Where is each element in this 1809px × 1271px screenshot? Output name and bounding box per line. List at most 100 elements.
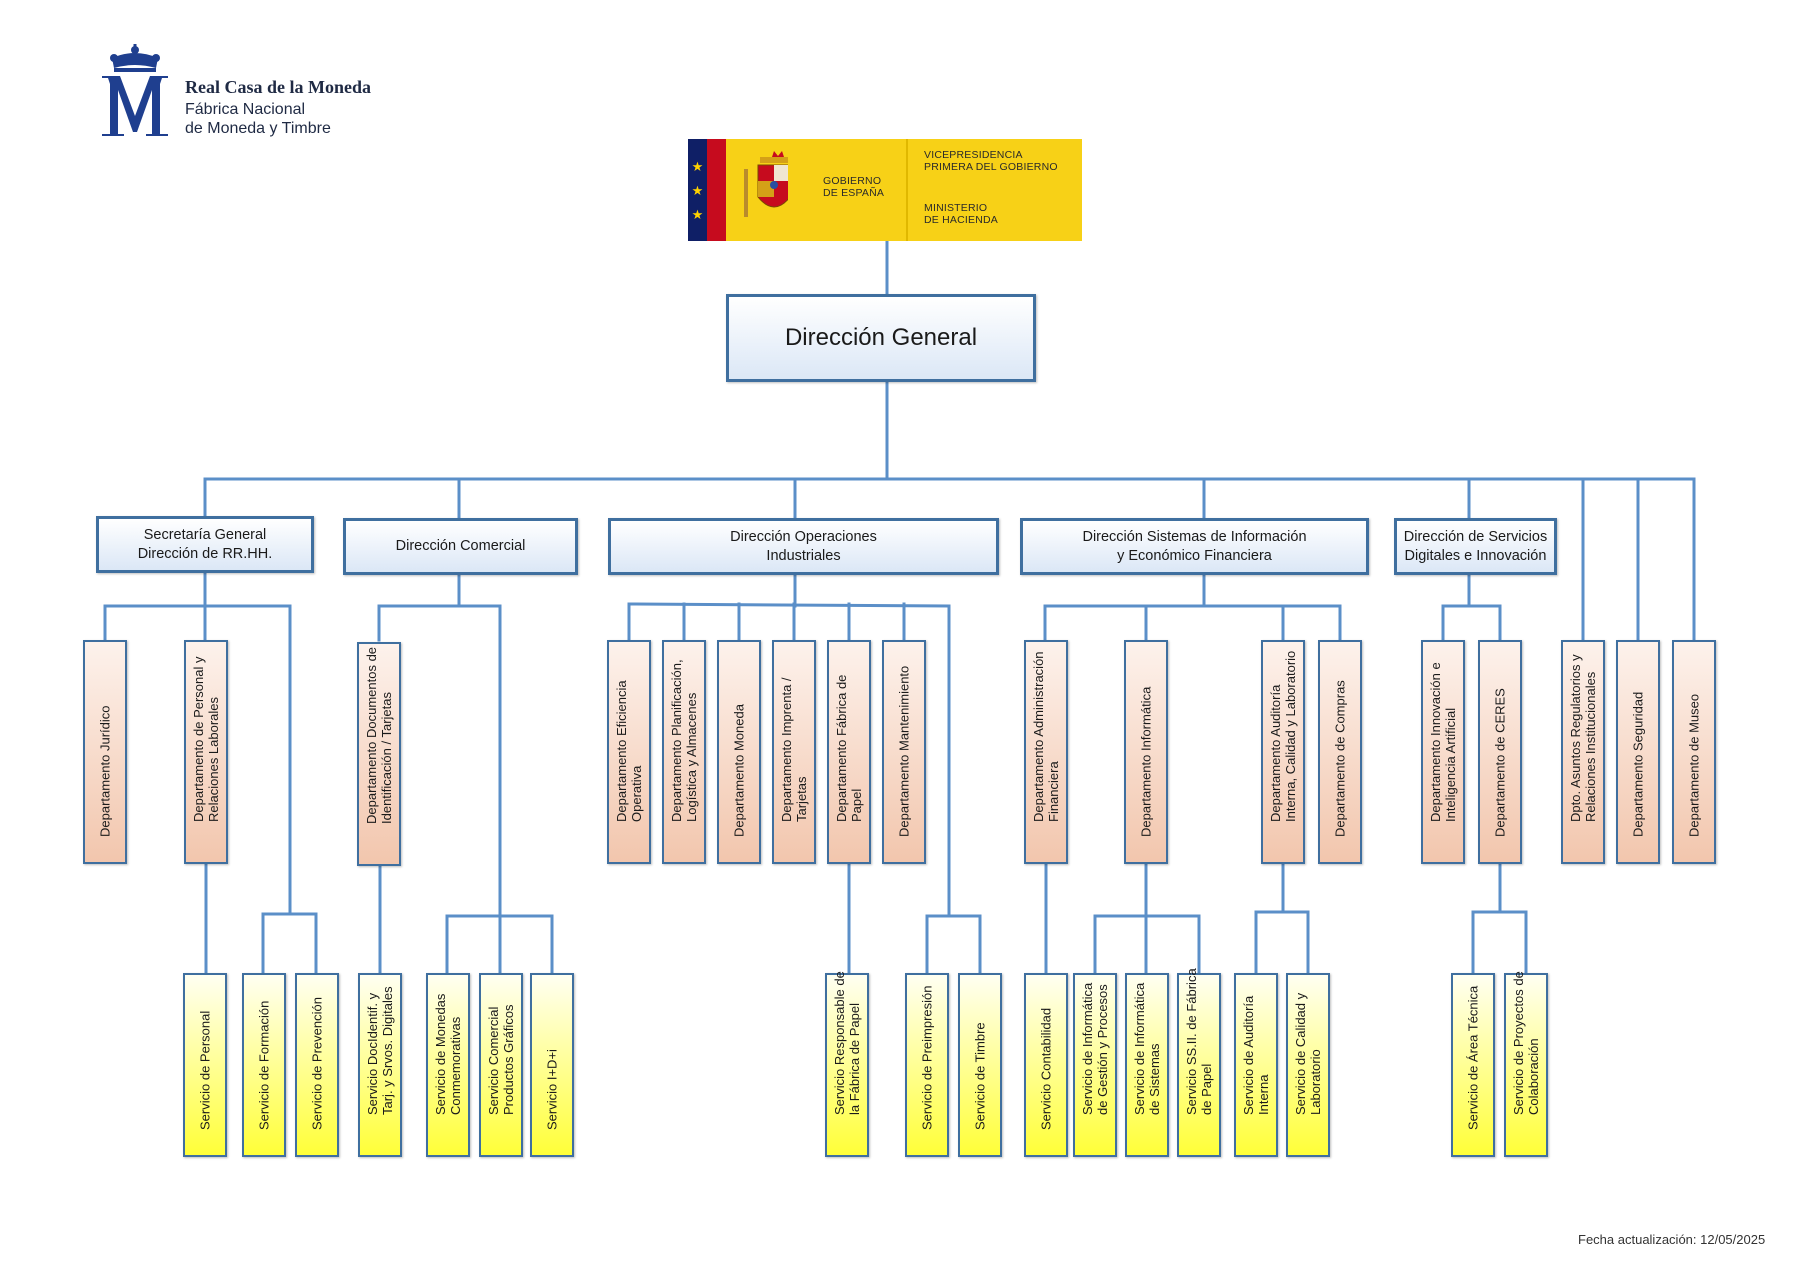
- dept-box: Departamento Informática: [1124, 640, 1168, 864]
- servicio-box: Servicio de Auditoría Interna: [1234, 973, 1278, 1157]
- servicio-box: Servicio de Informática de Gestión y Pro…: [1073, 973, 1117, 1157]
- svg-text:★: ★: [692, 208, 704, 223]
- dept-box: Departamento Seguridad: [1616, 640, 1660, 864]
- servicio-box: Servicio Responsable de la Fábrica de Pa…: [825, 971, 869, 1157]
- dept-box: Departamento Imprenta / Tarjetas: [772, 640, 816, 864]
- servicio-label: Servicio SS.II. de Fábrica de Papel: [1184, 968, 1214, 1115]
- servicio-label: Servicio de Informática de Sistemas: [1132, 982, 1162, 1115]
- servicio-box: Servicio I+D+i: [530, 973, 574, 1157]
- dept-box: Departamento de CERES: [1478, 640, 1522, 864]
- dept-box: Departamento Jurídico: [83, 640, 127, 864]
- servicio-label: Servicio de Informática de Gestión y Pro…: [1080, 982, 1110, 1115]
- svg-text:★: ★: [692, 160, 704, 175]
- dept-label: Departamento Seguridad: [1630, 691, 1646, 837]
- dept-box: Departamento Planificación, Logística y …: [662, 640, 706, 864]
- dept-box: Dpto. Asuntos Regulatorios y Relaciones …: [1561, 640, 1605, 864]
- dept-label: Departamento Moneda: [731, 704, 747, 837]
- dept-box: Departamento de Museo: [1672, 640, 1716, 864]
- servicio-box: Servicio de Monedas Conmemorativas: [426, 973, 470, 1157]
- flags-shield-icon: ★ ★ ★: [688, 139, 788, 241]
- dept-label: Departamento Innovación e Inteligencia A…: [1428, 662, 1458, 822]
- vicepresidencia-line2: PRIMERA DEL GOBIERNO: [924, 161, 1058, 173]
- dept-box: Departamento Documentos de Identificació…: [357, 642, 401, 866]
- servicio-box: Servicio de Formación: [242, 973, 286, 1157]
- servicio-box: Servicio Contabilidad: [1024, 973, 1068, 1157]
- dept-box: Departamento de Personal y Relaciones La…: [184, 640, 228, 864]
- servicio-label: Servicio DocIdentif. y Tarj. y Srvos. Di…: [365, 986, 395, 1115]
- dept-label: Departamento de Compras: [1332, 680, 1348, 837]
- servicio-label: Servicio I+D+i: [544, 1049, 560, 1130]
- servicio-label: Servicio de Monedas Conmemorativas: [433, 993, 463, 1115]
- dept-label: Departamento Documentos de Identificació…: [364, 646, 394, 824]
- direccion-operaciones-industriales: Dirección Operaciones Industriales: [608, 518, 999, 575]
- logo-subtitle-line2: de Moneda y Timbre: [185, 120, 331, 137]
- dept-label: Departamento Fábrica de Papel: [834, 674, 864, 822]
- logo-subtitle: Fábrica Nacional de Moneda y Timbre: [185, 100, 331, 138]
- real-casa-moneda-logo: [102, 44, 168, 136]
- servicio-label: Servicio de Personal: [197, 1010, 213, 1130]
- direccion-general-box: Dirección General: [726, 294, 1036, 382]
- gobierno-espana-banner: ★ ★ ★ GOBIERNO DE ESPAÑA VICEPRESIDENCIA…: [688, 139, 1082, 241]
- dept-label: Departamento de CERES: [1492, 688, 1508, 837]
- fecha-actualizacion: Fecha actualización: 12/05/2025: [1578, 1232, 1766, 1247]
- dept-box: Departamento Auditoría Interna, Calidad …: [1261, 640, 1305, 864]
- ministerio-line2: DE HACIENDA: [924, 214, 998, 226]
- dept-box: Departamento Fábrica de Papel: [827, 640, 871, 864]
- servicio-label: Servicio Comercial Productos Gráficos: [486, 1004, 516, 1115]
- direccion-comercial: Dirección Comercial: [343, 518, 578, 575]
- ministerio-line1: MINISTERIO: [924, 202, 988, 214]
- dept-box: Departamento Mantenimiento: [882, 640, 926, 864]
- dept-box: Departamento de Compras: [1318, 640, 1362, 864]
- logo-title: Real Casa de la Moneda: [185, 77, 371, 97]
- vicepresidencia-line1: VICEPRESIDENCIA: [924, 149, 1023, 161]
- dept-label: Departamento Jurídico: [97, 705, 113, 837]
- servicio-label: Servicio de Formación: [256, 1000, 272, 1130]
- dept-label: Departamento de Museo: [1686, 693, 1702, 837]
- servicio-box: Servicio de Preimpresión: [905, 973, 949, 1157]
- servicio-box: Servicio DocIdentif. y Tarj. y Srvos. Di…: [358, 973, 402, 1157]
- servicio-label: Servicio de Área Técnica: [1465, 985, 1481, 1130]
- dept-label: Departamento Imprenta / Tarjetas: [779, 677, 809, 822]
- direccion-servicios-digitales: Dirección de Servicios Digitales e Innov…: [1394, 518, 1557, 575]
- servicio-box: Servicio de Proyectos de Colaboración: [1504, 971, 1548, 1157]
- dept-label: Departamento Informática: [1138, 686, 1154, 837]
- banner-divider: [906, 139, 908, 241]
- servicio-label: Servicio Responsable de la Fábrica de Pa…: [832, 971, 862, 1115]
- dept-label: Departamento de Personal y Relaciones La…: [191, 656, 221, 822]
- servicio-label: Servicio de Proyectos de Colaboración: [1511, 971, 1541, 1115]
- direccion-secretaria-general: Secretaría General Dirección de RR.HH.: [96, 516, 314, 573]
- gobierno-line1: GOBIERNO: [823, 175, 882, 187]
- dept-label: Departamento Mantenimiento: [896, 665, 912, 837]
- vicepresidencia-label: VICEPRESIDENCIA PRIMERA DEL GOBIERNO: [924, 149, 1058, 173]
- dept-box: Departamento Innovación e Inteligencia A…: [1421, 640, 1465, 864]
- dept-box: Departamento Moneda: [717, 640, 761, 864]
- dept-box: Departamento Eficiencia Operativa: [607, 640, 651, 864]
- servicio-box: Servicio de Personal: [183, 973, 227, 1157]
- logo-subtitle-line1: Fábrica Nacional: [185, 101, 306, 118]
- servicio-label: Servicio de Timbre: [972, 1022, 988, 1130]
- servicio-box: Servicio de Prevención: [295, 973, 339, 1157]
- servicio-label: Servicio Contabilidad: [1038, 1007, 1054, 1130]
- servicio-box: Servicio de Timbre: [958, 973, 1002, 1157]
- servicio-label: Servicio de Calidad y Laboratorio: [1293, 992, 1323, 1115]
- servicio-box: Servicio de Área Técnica: [1451, 973, 1495, 1157]
- servicio-label: Servicio de Prevención: [309, 997, 325, 1130]
- servicio-box: Servicio de Calidad y Laboratorio: [1286, 973, 1330, 1157]
- servicio-label: Servicio de Preimpresión: [919, 985, 935, 1130]
- servicio-box: Servicio SS.II. de Fábrica de Papel: [1177, 968, 1221, 1157]
- gobierno-line2: DE ESPAÑA: [823, 187, 885, 199]
- direccion-sistemas-informacion: Dirección Sistemas de Información y Econ…: [1020, 518, 1369, 575]
- servicio-box: Servicio de Informática de Sistemas: [1125, 973, 1169, 1157]
- servicio-box: Servicio Comercial Productos Gráficos: [479, 973, 523, 1157]
- svg-text:★: ★: [692, 184, 704, 199]
- dept-label: Departamento Eficiencia Operativa: [614, 680, 644, 822]
- dept-label: Dpto. Asuntos Regulatorios y Relaciones …: [1568, 654, 1598, 822]
- dept-label: Departamento Auditoría Interna, Calidad …: [1268, 650, 1298, 822]
- gobierno-label: GOBIERNO DE ESPAÑA: [823, 175, 884, 199]
- servicio-label: Servicio de Auditoría Interna: [1241, 995, 1271, 1115]
- dept-box: Departamento Administración Financiera: [1024, 640, 1068, 864]
- dept-label: Departamento Planificación, Logística y …: [669, 659, 699, 822]
- ministerio-label: MINISTERIO DE HACIENDA: [924, 202, 998, 226]
- dept-label: Departamento Administración Financiera: [1031, 651, 1061, 822]
